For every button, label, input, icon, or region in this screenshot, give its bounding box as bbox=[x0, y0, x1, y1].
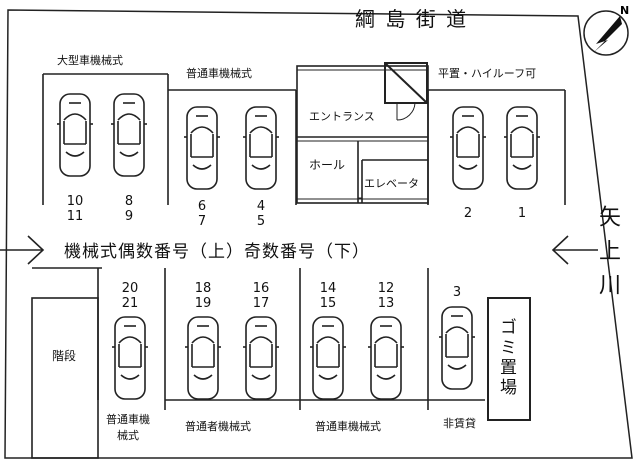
label-bottom-normal-mechanical-3: 普通車機械式 bbox=[315, 420, 381, 433]
space-number-17: 17 bbox=[252, 296, 270, 311]
site-boundary bbox=[4, 9, 633, 459]
space-number-6: 6 bbox=[197, 199, 207, 214]
car-icon bbox=[438, 306, 476, 390]
car-icon bbox=[56, 93, 94, 177]
space-number-15: 15 bbox=[319, 296, 337, 311]
shaft-box bbox=[384, 62, 428, 104]
space-number-2: 2 bbox=[463, 206, 473, 221]
label-elevator: エレベータ bbox=[364, 177, 419, 190]
space-number-12: 12 bbox=[377, 281, 395, 296]
space-number-16: 16 bbox=[252, 281, 270, 296]
space-number-19: 19 bbox=[194, 296, 212, 311]
label-non-rental: 非賃貸 bbox=[443, 417, 476, 430]
entry-arrow-right-icon bbox=[551, 235, 598, 265]
space-number-8: 8 bbox=[124, 194, 134, 209]
car-icon bbox=[503, 106, 541, 190]
car-icon bbox=[184, 316, 222, 400]
space-number-1: 1 bbox=[517, 206, 527, 221]
space-number-21: 21 bbox=[121, 296, 139, 311]
car-icon bbox=[449, 106, 487, 190]
space-number-3: 3 bbox=[452, 285, 462, 300]
label-hall: ホール bbox=[309, 158, 346, 172]
car-icon bbox=[242, 106, 280, 190]
label-entrance: エントランス bbox=[309, 110, 375, 123]
space-number-20: 20 bbox=[121, 281, 139, 296]
space-number-7: 7 bbox=[197, 214, 207, 229]
car-icon bbox=[367, 316, 405, 400]
car-icon bbox=[110, 93, 148, 177]
entry-arrow-left-icon bbox=[0, 235, 45, 265]
space-number-18: 18 bbox=[194, 281, 212, 296]
space-number-5: 5 bbox=[256, 214, 266, 229]
label-large-mechanical: 大型車機械式 bbox=[57, 54, 123, 67]
label-flat-high-roof: 平置・ハイルーフ可 bbox=[438, 67, 537, 80]
garbage-box bbox=[487, 297, 531, 421]
river-label-yagami: 矢上川 bbox=[595, 205, 620, 307]
space-number-11: 11 bbox=[66, 209, 84, 224]
space-number-9: 9 bbox=[124, 209, 134, 224]
north-compass-icon bbox=[583, 10, 629, 56]
label-numbering-note: 機械式偶数番号（上）奇数番号（下） bbox=[64, 242, 370, 262]
car-icon bbox=[309, 316, 347, 400]
space-number-14: 14 bbox=[319, 281, 337, 296]
space-number-10: 10 bbox=[66, 194, 84, 209]
label-stairs: 階段 bbox=[52, 349, 77, 363]
car-icon bbox=[111, 316, 149, 400]
car-icon bbox=[183, 106, 221, 190]
door-swing bbox=[396, 102, 416, 121]
label-bottom-normal-mechanical-1: 普通車機械式 bbox=[106, 413, 150, 442]
north-letter: N bbox=[620, 4, 629, 17]
label-normal-mechanical-top: 普通車機械式 bbox=[186, 67, 252, 80]
car-icon bbox=[242, 316, 280, 400]
stairs-box bbox=[31, 297, 99, 459]
road-label-tsunashima: 綱 島 街 道 bbox=[355, 7, 469, 31]
space-number-4: 4 bbox=[256, 199, 266, 214]
space-number-13: 13 bbox=[377, 296, 395, 311]
label-bottom-normal-mechanical-2: 普通者機械式 bbox=[185, 420, 251, 433]
label-garbage: ゴミ置場 bbox=[496, 318, 516, 398]
